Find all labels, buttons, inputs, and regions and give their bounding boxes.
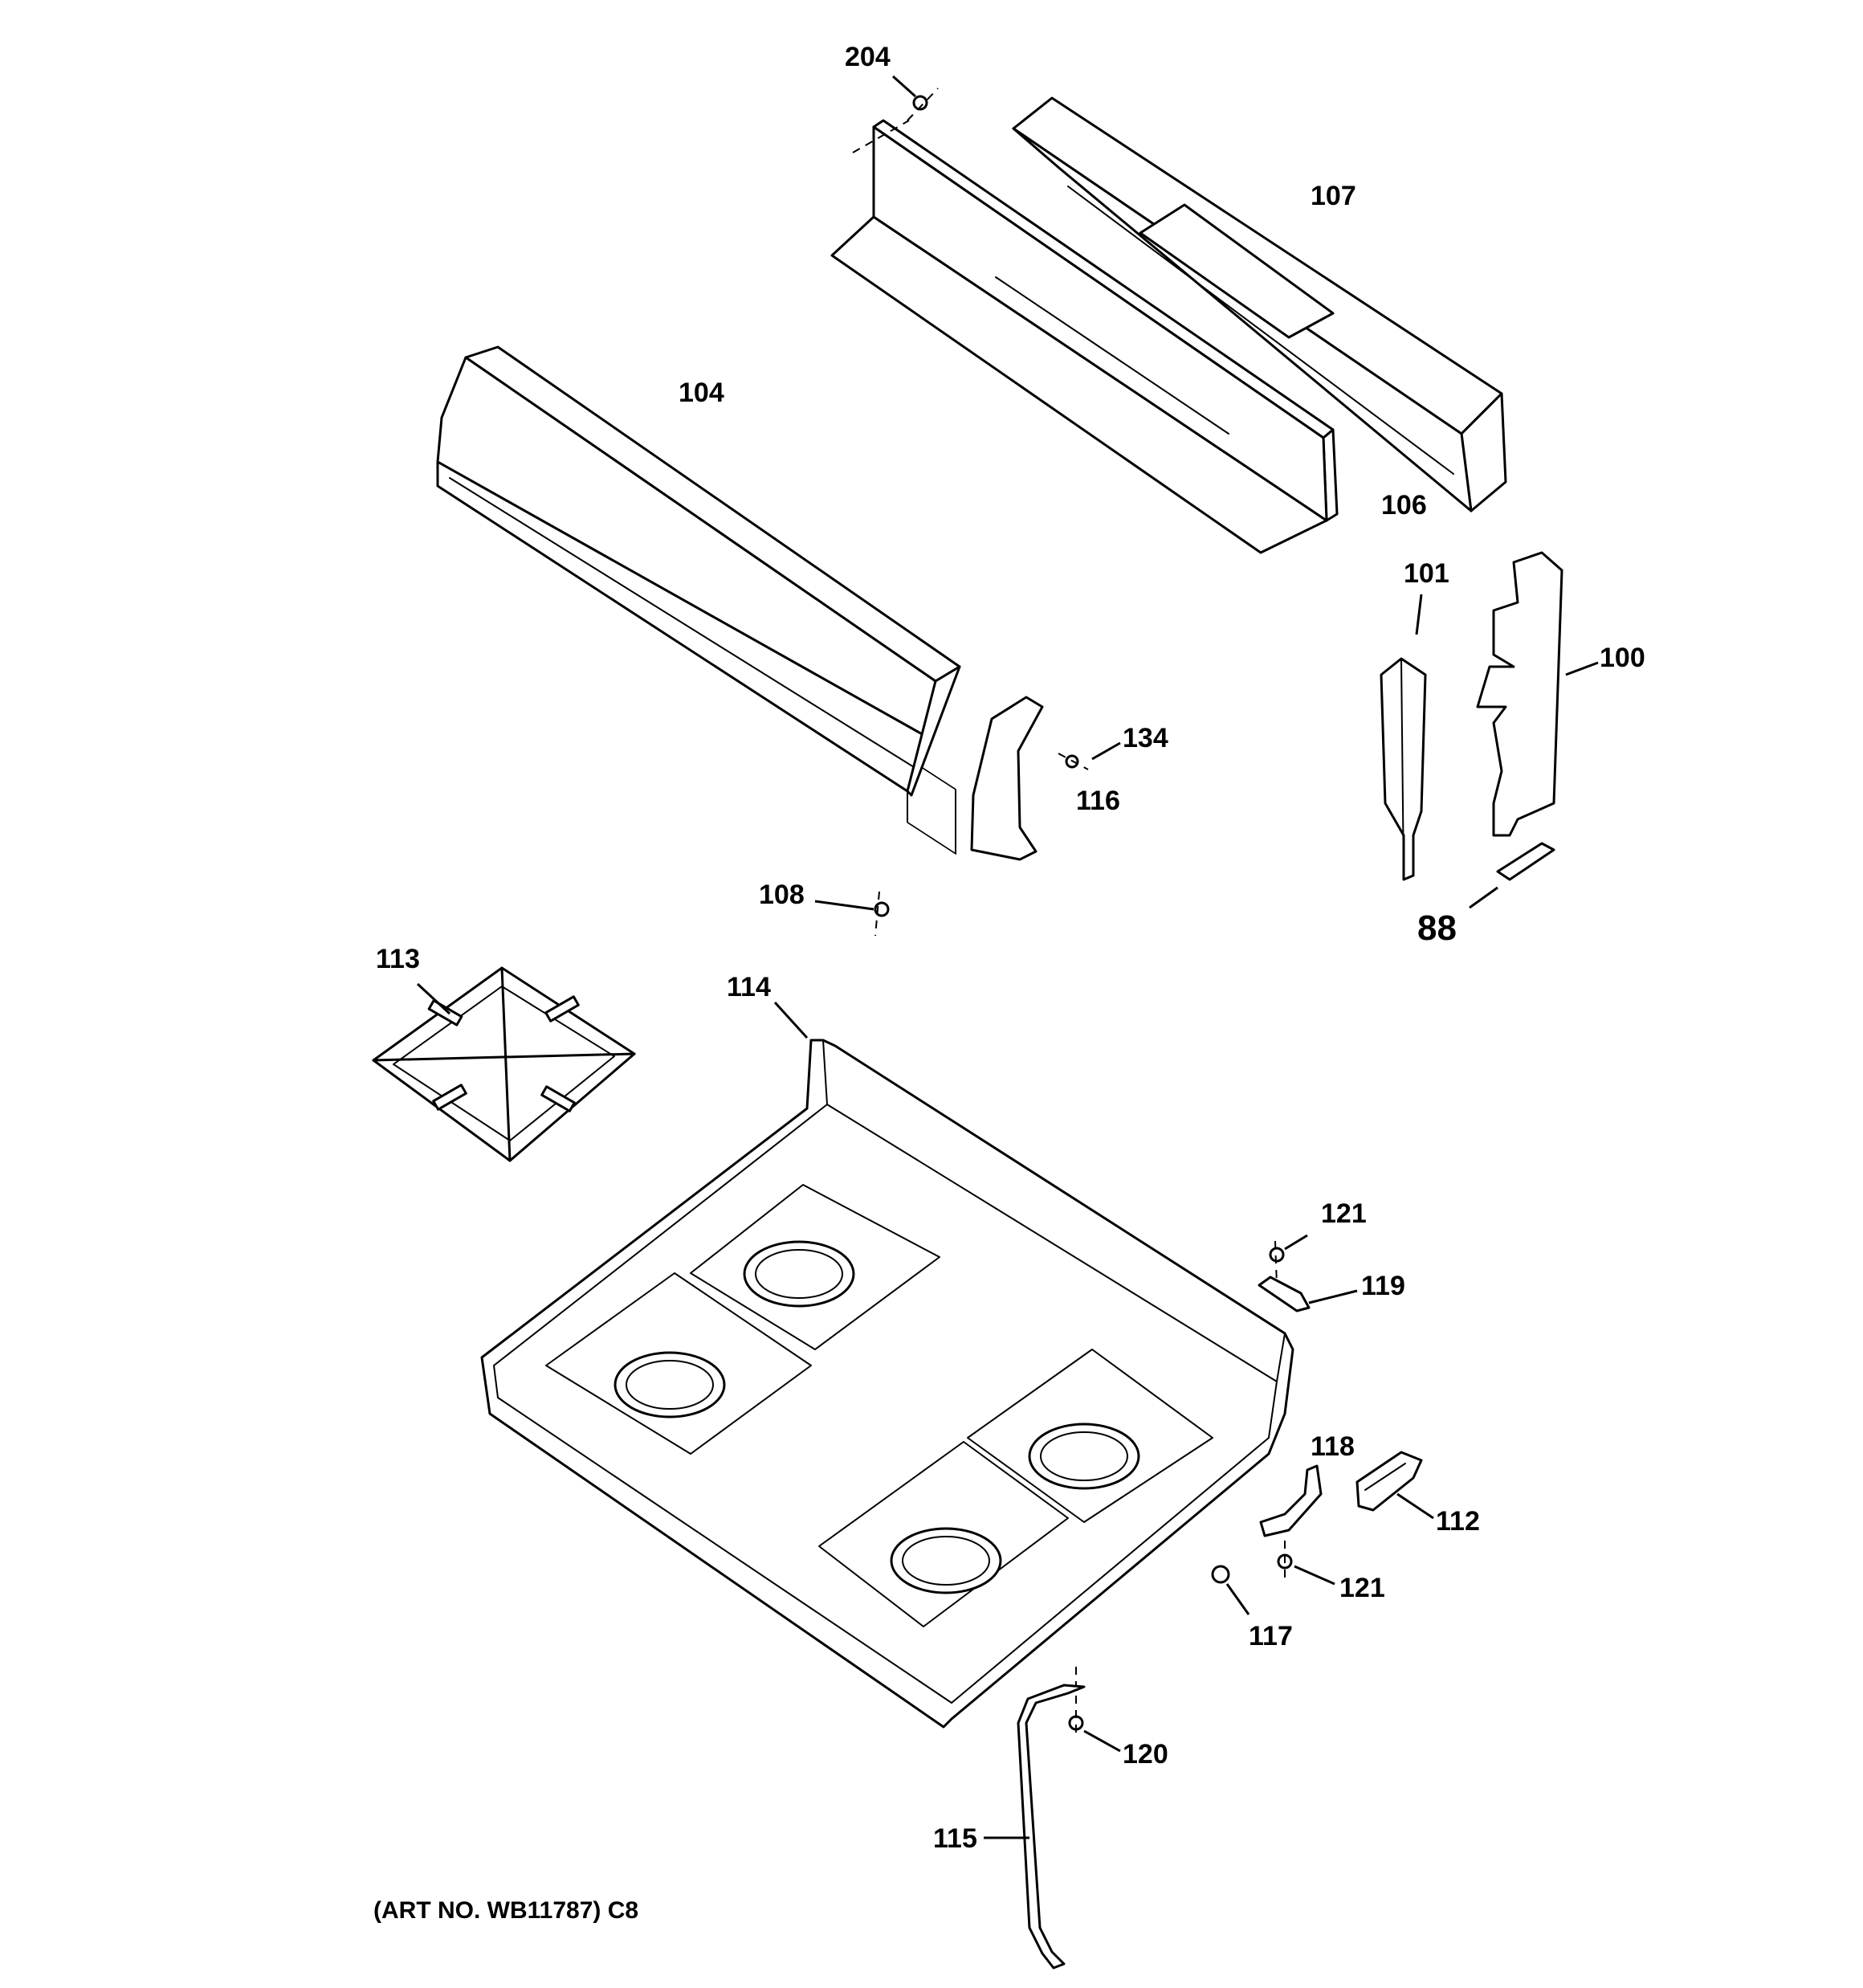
part-204-screw	[892, 75, 939, 121]
callout-121-upper: 121	[1321, 1198, 1367, 1229]
callout-101: 101	[1404, 558, 1449, 589]
part-107-backguard-top	[1012, 96, 1507, 512]
callout-115: 115	[933, 1823, 977, 1854]
part-119-clip	[1258, 1276, 1358, 1312]
callout-116: 116	[1076, 786, 1120, 816]
part-88-tab	[1469, 842, 1555, 909]
part-113-burner-grate	[372, 966, 636, 1162]
part-106-backguard-bracket	[830, 119, 1339, 855]
part-116-end-cap	[970, 696, 1044, 861]
callout-121-lower: 121	[1339, 1573, 1385, 1603]
callout-117: 117	[1249, 1621, 1293, 1651]
callout-113: 113	[376, 944, 420, 974]
callout-118: 118	[1311, 1431, 1355, 1462]
part-121-lower-screw	[1277, 1541, 1335, 1586]
part-100-side-panel	[1476, 551, 1599, 837]
part-120-screw	[1068, 1667, 1121, 1753]
callout-204: 204	[845, 42, 891, 72]
callout-104: 104	[679, 378, 724, 408]
part-104-manifold-panel	[436, 345, 961, 797]
callout-106: 106	[1381, 490, 1427, 520]
part-118-bracket	[1259, 1464, 1323, 1537]
part-115-rod	[984, 1684, 1086, 1970]
callout-134: 134	[1123, 723, 1168, 753]
callout-119: 119	[1361, 1271, 1405, 1301]
callout-108: 108	[759, 880, 805, 910]
part-117-nut	[1211, 1565, 1250, 1615]
part-114-cooktop	[480, 1001, 1294, 1729]
part-121-upper-screw	[1269, 1234, 1308, 1286]
callout-114: 114	[727, 972, 771, 1002]
part-108-screw	[814, 891, 890, 937]
callout-100: 100	[1600, 643, 1645, 673]
callout-88: 88	[1417, 908, 1457, 948]
callout-120: 120	[1123, 1739, 1168, 1770]
part-112-hinge	[1355, 1451, 1434, 1520]
part-101-bracket	[1380, 594, 1427, 881]
art-number: (ART NO. WB11787) C8	[373, 1897, 638, 1924]
part-134-screw	[1058, 741, 1121, 770]
callout-112: 112	[1436, 1506, 1480, 1537]
callout-107: 107	[1311, 181, 1356, 211]
